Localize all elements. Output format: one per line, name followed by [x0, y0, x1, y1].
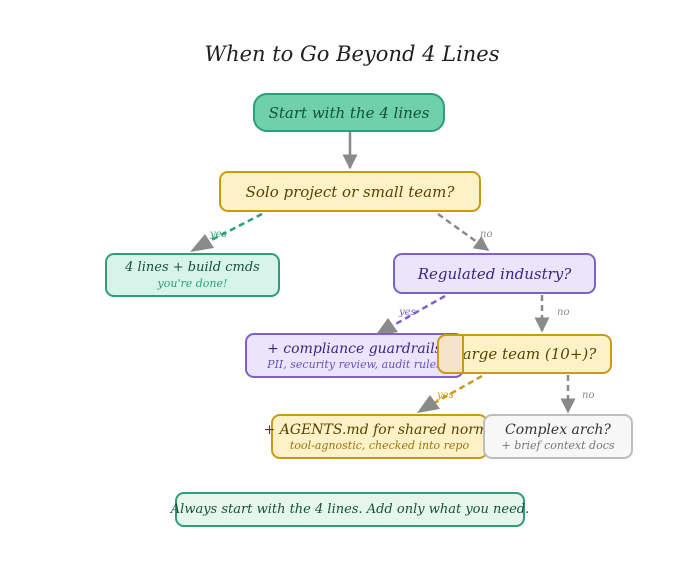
node-large-team: Large team (10+)? [437, 334, 612, 374]
edge-label-large-yes: yes [437, 390, 454, 401]
node-large-team-label: Large team (10+)? [452, 345, 597, 363]
edge-label-regulated-yes: yes [399, 307, 416, 318]
arrowhead-solo-yes [190, 234, 214, 252]
edge-label-solo-no: no [480, 229, 493, 240]
node-start: Start with the 4 lines [253, 93, 445, 132]
node-four-lines: 4 lines + build cmds you're done! [105, 253, 280, 297]
node-compliance: + compliance guardrails PII, security re… [245, 333, 464, 378]
node-compliance-label: + compliance guardrails [267, 340, 442, 357]
overlap-region [437, 334, 464, 374]
node-solo: Solo project or small team? [219, 171, 481, 212]
edge-label-large-no: no [582, 390, 595, 401]
arrowhead-large-yes [417, 395, 440, 413]
node-regulated-label: Regulated industry? [417, 264, 572, 283]
edge-label-regulated-no: no [557, 307, 570, 318]
node-solo-label: Solo project or small team? [245, 182, 455, 201]
node-compliance-sub: PII, security review, audit rules [267, 357, 442, 371]
edge-large-yes [419, 374, 483, 413]
node-complex: Complex arch? + brief context docs [483, 414, 633, 459]
edge-label-solo-yes: yes [210, 229, 227, 240]
node-complex-label: Complex arch? [505, 421, 611, 438]
footer-note: Always start with the 4 lines. Add only … [171, 492, 529, 527]
arrowhead-regulated-yes [375, 318, 398, 336]
node-four-lines-sub: you're done! [157, 277, 228, 290]
edge-solo-no [437, 212, 490, 252]
node-start-label: Start with the 4 lines [268, 103, 430, 122]
node-complex-sub: + brief context docs [501, 438, 615, 452]
node-regulated: Regulated industry? [393, 253, 596, 294]
node-four-lines-label: 4 lines + build cmds [125, 260, 260, 275]
node-agents-sub: tool-agnostic, checked into repo [289, 438, 470, 452]
node-agents: + AGENTS.md for shared norms tool-agnost… [264, 414, 495, 459]
footer-note-text: Always start with the 4 lines. Add only … [170, 501, 530, 517]
node-agents-label: + AGENTS.md for shared norms [263, 421, 496, 438]
diagram-title: When to Go Beyond 4 Lines [204, 42, 500, 66]
